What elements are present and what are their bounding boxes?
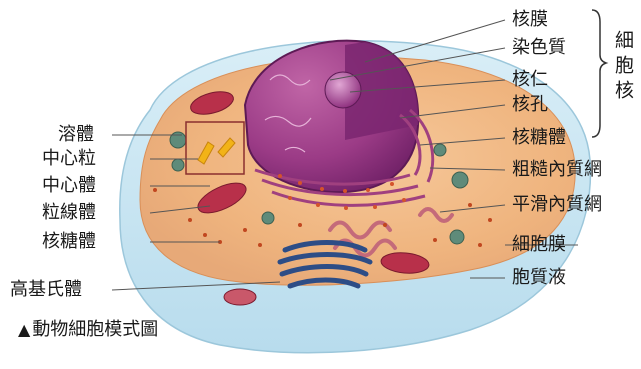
figure-caption: ▲動物細胞模式圖 xyxy=(18,315,158,341)
label-ribosome-left: 核糖體 xyxy=(42,232,96,252)
label-rough-er: 粗糙內質網 xyxy=(512,160,602,180)
label-lysosome: 溶體 xyxy=(58,125,94,145)
label-cytosol: 胞質液 xyxy=(512,268,566,288)
nucleus-bracket xyxy=(592,10,606,137)
label-golgi: 高基氏體 xyxy=(10,280,82,300)
caption-text: 動物細胞模式圖 xyxy=(32,319,158,340)
label-mitochondria: 粒線體 xyxy=(42,203,96,223)
label-nucleus-group-text: 細胞核 xyxy=(612,30,634,105)
label-chromatin: 染色質 xyxy=(512,38,566,58)
label-centrosome: 中心體 xyxy=(42,176,96,196)
label-nuclear-envelope: 核膜 xyxy=(512,10,548,30)
label-cell-membrane: 細胞膜 xyxy=(512,235,566,255)
label-ribosome-right: 核糖體 xyxy=(512,128,566,148)
label-nucleus-group: 細胞核 xyxy=(612,30,634,105)
caption-triangle-icon: ▲ xyxy=(18,320,30,339)
nucleus xyxy=(245,41,418,192)
label-nuclear-pore: 核孔 xyxy=(512,95,548,115)
label-smooth-er: 平滑內質網 xyxy=(512,195,602,215)
label-nucleolus: 核仁 xyxy=(512,70,548,90)
label-centriole: 中心粒 xyxy=(42,149,96,169)
